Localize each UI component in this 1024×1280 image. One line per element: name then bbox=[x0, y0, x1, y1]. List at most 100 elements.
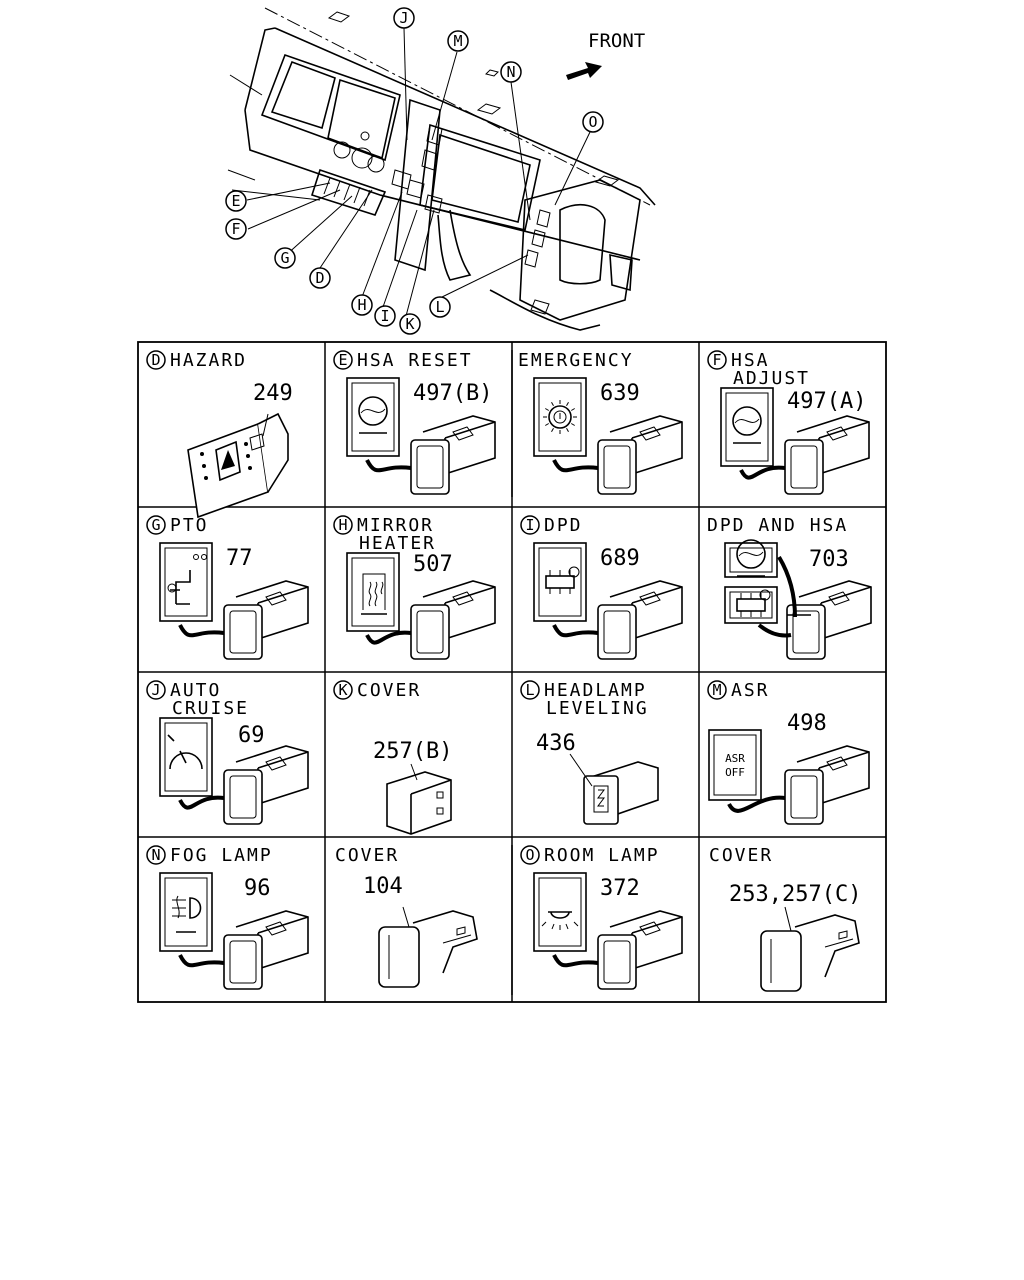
svg-text:O: O bbox=[588, 113, 597, 131]
asr-icon-text: OFF bbox=[725, 766, 745, 779]
dpd-icon bbox=[545, 566, 580, 594]
hsa-icon bbox=[732, 406, 762, 444]
pto-icon bbox=[167, 554, 207, 605]
letter-badge-m: M bbox=[707, 680, 727, 700]
hazard-switch bbox=[187, 412, 289, 519]
svg-text:F: F bbox=[712, 351, 721, 369]
part-number: 253,257(C) bbox=[729, 882, 861, 907]
switch-body bbox=[410, 580, 496, 660]
cell-title: HEADLAMP bbox=[544, 680, 647, 701]
letter-badge-h: H bbox=[333, 515, 353, 535]
letter-badge-j: J bbox=[146, 680, 166, 700]
cover-part bbox=[378, 910, 478, 988]
letter-badge-i: I bbox=[520, 515, 540, 535]
cover-part bbox=[386, 771, 452, 835]
cell-title: DPD AND HSA bbox=[707, 515, 848, 536]
callout-l: L bbox=[429, 296, 451, 318]
asr-icon-text: ASR bbox=[725, 752, 745, 765]
svg-text:E: E bbox=[231, 192, 240, 210]
callout-g: G bbox=[274, 247, 296, 269]
dual-switch-body bbox=[786, 580, 872, 660]
hazard-triangle-icon bbox=[221, 450, 235, 470]
svg-text:N: N bbox=[506, 63, 515, 81]
svg-text:H: H bbox=[338, 516, 347, 534]
cell-title: LEVELING bbox=[546, 698, 649, 719]
callout-leaders bbox=[246, 27, 591, 317]
part-number: 249 bbox=[253, 381, 293, 406]
cell-title: DPD bbox=[544, 515, 583, 536]
switch-body bbox=[410, 415, 496, 495]
cell-title: COVER bbox=[335, 845, 399, 866]
callout-j: J bbox=[393, 7, 415, 29]
cell-title: HAZARD bbox=[170, 350, 247, 371]
front-arrow-icon bbox=[566, 62, 602, 80]
callout-f: F bbox=[225, 218, 247, 240]
cell-title: HSA bbox=[731, 350, 770, 371]
cell-e: E HSA RESET 497(B) bbox=[333, 350, 496, 495]
mirror-icon bbox=[361, 573, 387, 615]
part-number: 498 bbox=[787, 711, 827, 736]
cell-title: ADJUST bbox=[733, 368, 810, 389]
part-number: 689 bbox=[600, 546, 640, 571]
svg-text:K: K bbox=[338, 681, 347, 699]
part-number: 77 bbox=[226, 546, 253, 571]
switch-body bbox=[223, 910, 309, 990]
cell-title: MIRROR bbox=[357, 515, 434, 536]
switch-body bbox=[223, 745, 309, 825]
switch-face bbox=[159, 542, 213, 622]
svg-text:D: D bbox=[315, 269, 324, 287]
letter-badge-k: K bbox=[333, 680, 353, 700]
cruise-icon bbox=[167, 734, 203, 770]
switch-face bbox=[533, 542, 587, 622]
switch-body bbox=[784, 415, 870, 495]
grid-lines bbox=[137, 341, 887, 1003]
cell-title: HSA RESET bbox=[357, 350, 473, 371]
letter-badge-d: D bbox=[146, 350, 166, 370]
letter-badge-n: N bbox=[146, 845, 166, 865]
cover-part bbox=[760, 914, 860, 992]
cell-title: FOG LAMP bbox=[170, 845, 273, 866]
svg-text:L: L bbox=[525, 681, 534, 699]
switch-face bbox=[159, 872, 213, 952]
dpd-hsa-icons bbox=[724, 539, 778, 624]
callout-m: M bbox=[447, 30, 469, 52]
room-icon bbox=[541, 911, 579, 930]
cell-title: ROOM LAMP bbox=[544, 845, 660, 866]
front-label: FRONT bbox=[588, 30, 645, 52]
dashboard-outline bbox=[227, 7, 656, 331]
svg-text:G: G bbox=[151, 516, 160, 534]
part-number: 372 bbox=[600, 876, 640, 901]
callout-o: O bbox=[582, 111, 604, 133]
letter-badge-o: O bbox=[520, 845, 540, 865]
cell-title: CRUISE bbox=[172, 698, 249, 719]
svg-text:M: M bbox=[453, 32, 462, 50]
letter-badge-l: L bbox=[520, 680, 540, 700]
svg-text:E: E bbox=[338, 351, 347, 369]
svg-text:N: N bbox=[151, 846, 160, 864]
part-number: 436 bbox=[536, 731, 576, 756]
callout-i: I bbox=[374, 305, 396, 327]
part-number: 497(B) bbox=[413, 381, 492, 406]
dpd-icon bbox=[736, 589, 771, 617]
callout-d: D bbox=[309, 267, 331, 289]
cell-title: HEATER bbox=[359, 533, 436, 554]
letter-badge-g: G bbox=[146, 515, 166, 535]
callout-e: E bbox=[225, 190, 247, 212]
switch-face bbox=[533, 872, 587, 952]
svg-text:F: F bbox=[231, 220, 240, 238]
callout-k: K bbox=[399, 313, 421, 335]
